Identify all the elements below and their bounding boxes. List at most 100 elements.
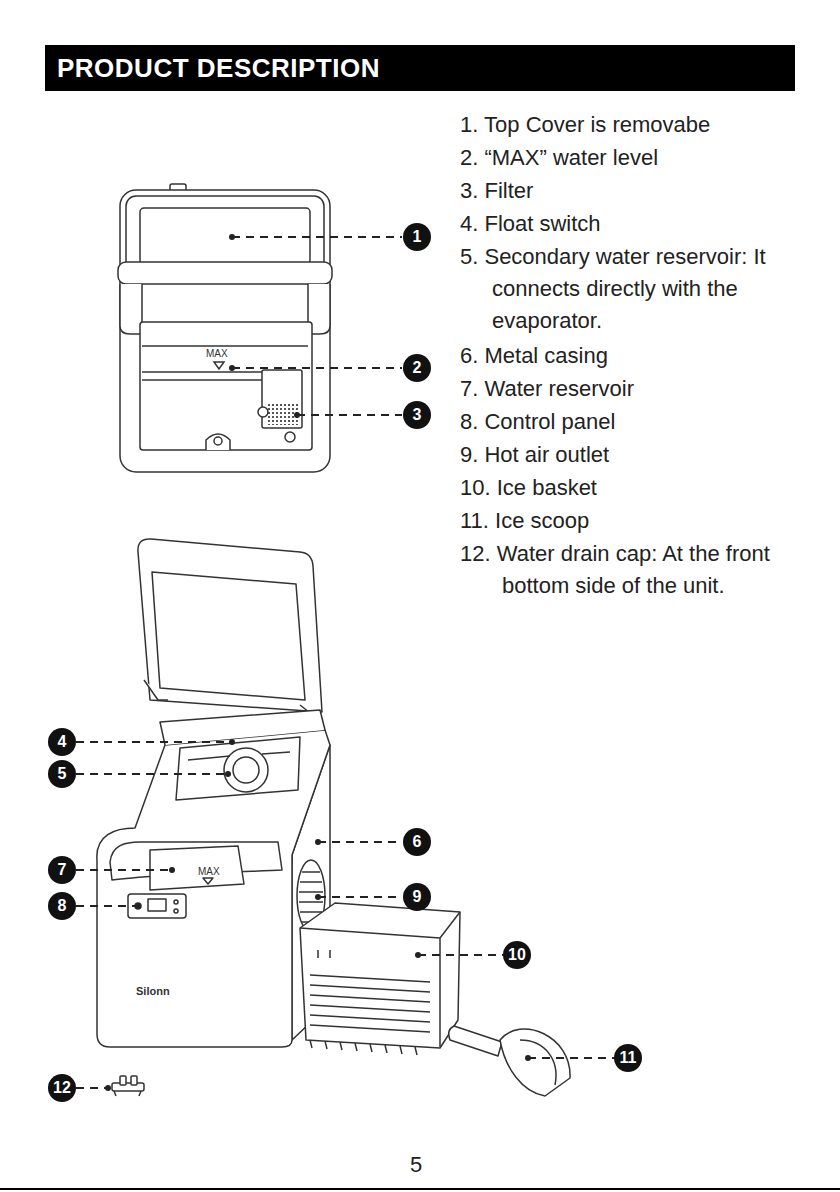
brand-logo: Silonn bbox=[136, 985, 196, 997]
line-art bbox=[76, 741, 232, 743]
line-art bbox=[258, 407, 268, 417]
bottom-rule bbox=[0, 1188, 840, 1190]
callout-number: 5 bbox=[48, 760, 76, 788]
line-art bbox=[266, 403, 298, 425]
line-art bbox=[203, 878, 213, 884]
line-art bbox=[229, 234, 235, 240]
page-number: 5 bbox=[410, 1152, 430, 1178]
line-art bbox=[150, 846, 244, 890]
line-art bbox=[232, 367, 402, 369]
line-art bbox=[135, 903, 141, 909]
line-art bbox=[120, 1076, 126, 1085]
line-art bbox=[310, 1040, 417, 1055]
line-art bbox=[112, 1083, 144, 1091]
line-art bbox=[174, 909, 178, 913]
line-art bbox=[174, 900, 178, 904]
line-art bbox=[449, 1026, 502, 1056]
page-title: PRODUCT DESCRIPTION bbox=[57, 53, 380, 83]
line-art bbox=[120, 190, 330, 472]
line-art bbox=[233, 757, 259, 783]
line-art bbox=[315, 839, 321, 845]
line-art bbox=[114, 1091, 141, 1096]
line-art bbox=[169, 867, 175, 873]
line-art bbox=[140, 322, 312, 450]
ice-scoop bbox=[449, 1026, 570, 1096]
line-art bbox=[128, 894, 186, 918]
part-list-item: 8. Control panel bbox=[460, 406, 805, 438]
callout-number: 1 bbox=[403, 223, 431, 251]
line-art bbox=[300, 903, 460, 1048]
callout-number: 10 bbox=[503, 941, 531, 969]
ice-basket bbox=[300, 903, 460, 1055]
line-art bbox=[300, 928, 440, 1048]
line-art bbox=[138, 539, 322, 712]
line-art bbox=[315, 894, 321, 900]
line-art bbox=[148, 899, 166, 911]
part-list-item: 1. Top Cover is removabe bbox=[460, 109, 805, 141]
line-art bbox=[318, 841, 402, 843]
title-band: PRODUCT DESCRIPTION bbox=[45, 45, 795, 91]
part-list-item: 12. Water drain cap: At the front bottom… bbox=[460, 538, 805, 602]
part-list-item: 6. Metal casing bbox=[460, 340, 805, 372]
ice-maker bbox=[97, 539, 330, 1047]
line-art bbox=[500, 1029, 570, 1096]
line-art bbox=[285, 432, 295, 442]
line-art bbox=[142, 345, 308, 347]
line-art bbox=[440, 912, 460, 938]
line-art bbox=[140, 208, 310, 264]
line-art bbox=[520, 1040, 556, 1085]
line-art bbox=[120, 284, 142, 334]
callout-number: 8 bbox=[48, 892, 76, 920]
line-art bbox=[318, 896, 402, 898]
line-art bbox=[528, 1057, 614, 1059]
line-art bbox=[225, 771, 231, 777]
callout-number: 4 bbox=[48, 728, 76, 756]
line-art bbox=[525, 1055, 531, 1061]
line-art bbox=[76, 905, 138, 907]
drain-cap bbox=[112, 1076, 144, 1096]
part-list-item: 4. Float switch bbox=[460, 208, 805, 240]
line-art bbox=[214, 437, 222, 445]
top-view bbox=[118, 184, 332, 472]
part-list-item: 3. Filter bbox=[460, 175, 805, 207]
line-art bbox=[418, 954, 503, 956]
line-art bbox=[105, 1085, 111, 1091]
callout-number: 7 bbox=[48, 856, 76, 884]
callout-number: 12 bbox=[48, 1074, 76, 1102]
line-art bbox=[294, 412, 300, 418]
line-art bbox=[310, 975, 430, 1032]
line-art bbox=[176, 737, 300, 800]
max-mark: MAX bbox=[206, 348, 236, 360]
callout-number: 2 bbox=[403, 354, 431, 382]
callout-number: 9 bbox=[403, 883, 431, 911]
max-mark: MAX bbox=[198, 866, 228, 878]
part-list-item: 11. Ice scoop bbox=[460, 505, 805, 537]
line-art bbox=[142, 379, 262, 381]
part-list-item: 9. Hot air outlet bbox=[460, 439, 805, 471]
line-art bbox=[415, 952, 421, 958]
line-art bbox=[206, 434, 230, 450]
line-art bbox=[131, 1076, 137, 1085]
line-art bbox=[76, 773, 228, 775]
line-art bbox=[76, 869, 172, 871]
line-art bbox=[97, 730, 330, 860]
line-art bbox=[135, 903, 141, 909]
line-art bbox=[152, 572, 305, 700]
line-art bbox=[144, 680, 314, 716]
line-art bbox=[229, 739, 235, 745]
callout-number: 6 bbox=[403, 828, 431, 856]
line-art bbox=[188, 752, 290, 760]
callout-number: 3 bbox=[403, 401, 431, 429]
line-art bbox=[232, 236, 402, 238]
part-list-item: 10. Ice basket bbox=[460, 472, 805, 504]
line-art bbox=[224, 748, 268, 792]
callout-number: 11 bbox=[614, 1044, 642, 1072]
line-art bbox=[214, 362, 224, 369]
line-art bbox=[297, 414, 402, 416]
line-art bbox=[118, 262, 332, 284]
part-list-item: 7. Water reservoir bbox=[460, 373, 805, 405]
line-art bbox=[229, 365, 235, 371]
line-art bbox=[76, 1087, 108, 1089]
line-art bbox=[142, 371, 262, 373]
